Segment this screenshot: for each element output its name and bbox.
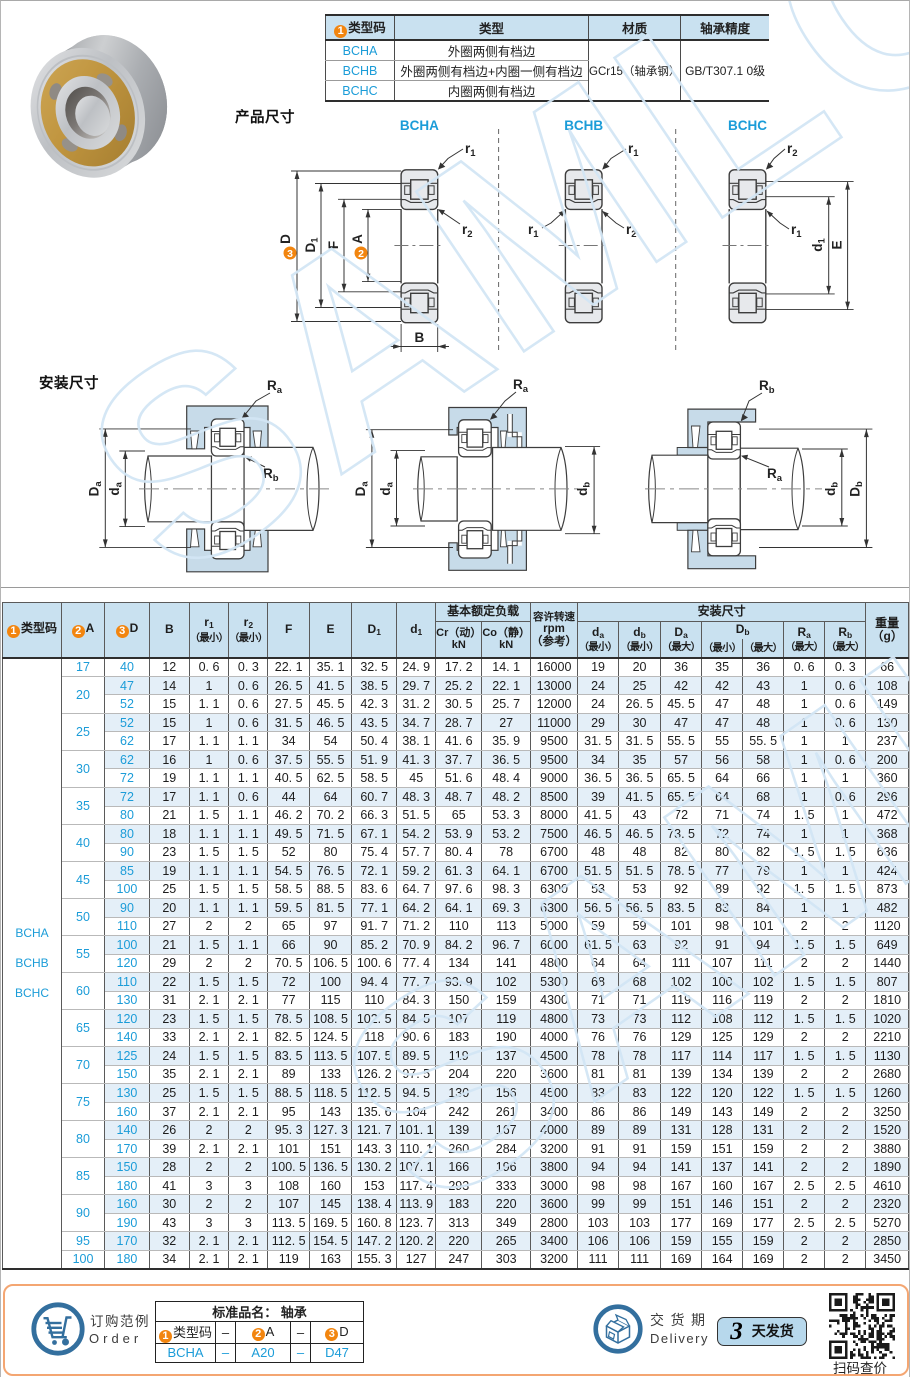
svg-text:r1: r1: [465, 141, 476, 159]
svg-text:r1: r1: [528, 222, 539, 240]
svg-text:r1: r1: [791, 222, 802, 240]
svg-text:r2: r2: [462, 222, 473, 240]
svg-text:3: 3: [287, 248, 293, 260]
svg-text:B: B: [415, 330, 425, 345]
svg-text:BCHA: BCHA: [400, 118, 439, 133]
svg-text:r2: r2: [787, 141, 798, 159]
svg-text:r2: r2: [626, 222, 637, 240]
svg-text:db: db: [823, 482, 841, 496]
svg-text:2: 2: [358, 248, 364, 260]
svg-text:BCHB: BCHB: [564, 118, 603, 133]
svg-text:D: D: [278, 234, 293, 244]
svg-text:Da: Da: [353, 481, 371, 497]
svg-text:A: A: [350, 234, 365, 244]
svg-text:BCHC: BCHC: [728, 118, 767, 133]
svg-text:r1: r1: [628, 141, 639, 159]
svg-text:da: da: [107, 481, 125, 495]
svg-text:da: da: [378, 481, 396, 495]
svg-text:Da: Da: [86, 481, 104, 497]
svg-text:db: db: [575, 482, 593, 496]
svg-text:F: F: [326, 241, 341, 249]
svg-text:E: E: [830, 240, 845, 249]
svg-text:Db: Db: [847, 481, 865, 497]
